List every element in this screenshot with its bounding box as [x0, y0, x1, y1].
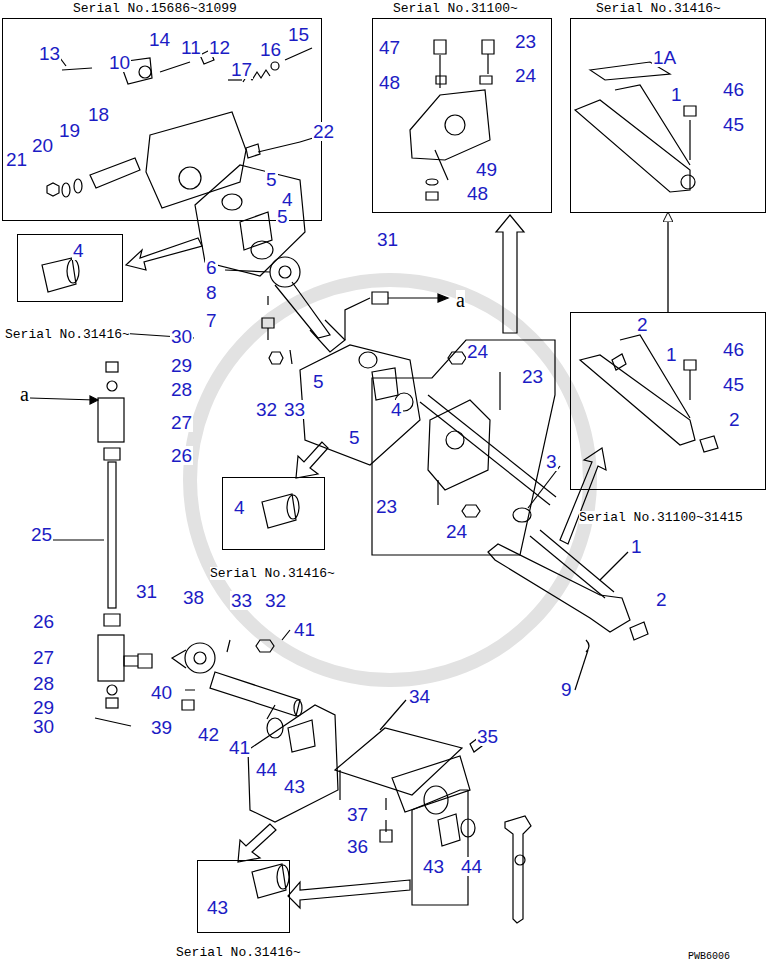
callout-number: 44 — [255, 760, 278, 779]
callout-number: 11 — [180, 38, 202, 57]
callout-number: 5 — [312, 372, 325, 391]
callout-number: 41 — [228, 738, 251, 757]
callout-number: 26 — [170, 446, 193, 465]
callout-number: 33 — [283, 400, 306, 419]
connector-arrow — [667, 213, 668, 312]
callout-number: 7 — [205, 311, 218, 330]
callout-number: 12 — [208, 38, 231, 57]
inset-box: 43Serial No.31416~ — [197, 860, 290, 933]
callout-number: 38 — [182, 588, 205, 607]
callout-number: 18 — [87, 105, 110, 124]
callout-number: 44 — [460, 857, 483, 876]
callout-number: 45 — [722, 375, 745, 394]
callout-number: 1 — [665, 345, 678, 364]
callout-number: 24 — [466, 342, 489, 361]
callout-number: 5 — [348, 428, 361, 447]
callout-number: 9 — [560, 680, 573, 699]
callout-number: 2 — [655, 590, 668, 609]
callout-number: 27 — [170, 413, 193, 432]
callout-number: 30 — [32, 717, 55, 736]
callout-number: a — [456, 290, 465, 310]
callout-number: 47 — [378, 38, 401, 57]
serial-heading: Serial No.15686~31099 — [73, 2, 237, 15]
callout-number: 4 — [390, 400, 403, 419]
serial-note: Serial No.31416~ — [5, 328, 130, 341]
callout-number: 37 — [346, 805, 369, 824]
inset-box: 4 — [222, 477, 325, 550]
callout-number: 27 — [32, 648, 55, 667]
callout-number: 22 — [312, 122, 335, 141]
serial-heading: Serial No.31100~31415 — [579, 511, 743, 524]
callout-number: 10 — [108, 53, 131, 72]
callout-number: 43 — [422, 857, 445, 876]
callout-number: 4 — [233, 498, 246, 517]
callout-number: 31 — [135, 582, 158, 601]
callout-number: 33 — [230, 591, 253, 610]
callout-number: 2 — [636, 315, 649, 334]
callout-number: 46 — [722, 80, 745, 99]
callout-number: 29 — [170, 356, 193, 375]
callout-number: 1 — [670, 85, 683, 104]
callout-number: 20 — [31, 136, 54, 155]
callout-number: 41 — [293, 620, 316, 639]
callout-number: 17 — [230, 60, 253, 79]
callout-number: 6 — [205, 258, 218, 277]
callout-number: 34 — [408, 687, 431, 706]
callout-number: 13 — [38, 44, 61, 63]
callout-number: 15 — [287, 25, 310, 44]
callout-number: 1A — [652, 48, 677, 67]
callout-number: 42 — [197, 725, 220, 744]
callout-number: 30 — [170, 327, 193, 346]
callout-number: 31 — [376, 230, 399, 249]
callout-number: 35 — [476, 727, 499, 746]
callout-number: 8 — [205, 283, 218, 302]
callout-number: 43 — [283, 777, 306, 796]
callout-number: 32 — [264, 591, 287, 610]
callout-number: 48 — [378, 73, 401, 92]
inset-box: 4 — [17, 234, 123, 302]
callout-number: 5 — [276, 207, 289, 226]
callout-number: 28 — [32, 674, 55, 693]
callout-number: 26 — [32, 612, 55, 631]
callout-number: 23 — [521, 367, 544, 386]
callout-number: 29 — [32, 698, 55, 717]
callout-number: 23 — [375, 497, 398, 516]
callout-number: 40 — [150, 683, 173, 702]
callout-number: 45 — [722, 115, 745, 134]
callout-number: 48 — [466, 184, 489, 203]
serial-note: Serial No.31416~ — [210, 567, 335, 580]
callout-number: 24 — [514, 66, 537, 85]
callout-number: 5 — [265, 170, 278, 189]
callout-number: 39 — [150, 718, 173, 737]
callout-number: 43 — [206, 898, 229, 917]
callout-number: 25 — [30, 525, 53, 544]
callout-number: 3 — [545, 452, 558, 471]
callout-number: 4 — [72, 241, 85, 260]
serial-heading: Serial No.31416~ — [596, 2, 721, 15]
callout-number: 21 — [5, 150, 28, 169]
drawing-number: PWB6006 — [688, 952, 730, 962]
callout-number: 28 — [170, 380, 193, 399]
inset-box: Serial No.31100~31415 — [570, 312, 766, 490]
callout-number: 24 — [445, 522, 468, 541]
callout-number: 1 — [630, 537, 643, 556]
callout-number: 14 — [148, 30, 171, 49]
callout-number: 19 — [58, 121, 81, 140]
serial-heading: Serial No.31100~ — [393, 2, 518, 15]
serial-heading: Serial No.31416~ — [176, 946, 301, 959]
callout-number: 23 — [514, 32, 537, 51]
callout-number: a — [20, 384, 29, 404]
callout-number: 49 — [475, 160, 498, 179]
callout-number: 36 — [346, 837, 369, 856]
callout-number: 16 — [259, 40, 282, 59]
callout-number: 46 — [722, 340, 745, 359]
callout-number: 2 — [728, 410, 741, 429]
callout-number: 32 — [255, 400, 278, 419]
